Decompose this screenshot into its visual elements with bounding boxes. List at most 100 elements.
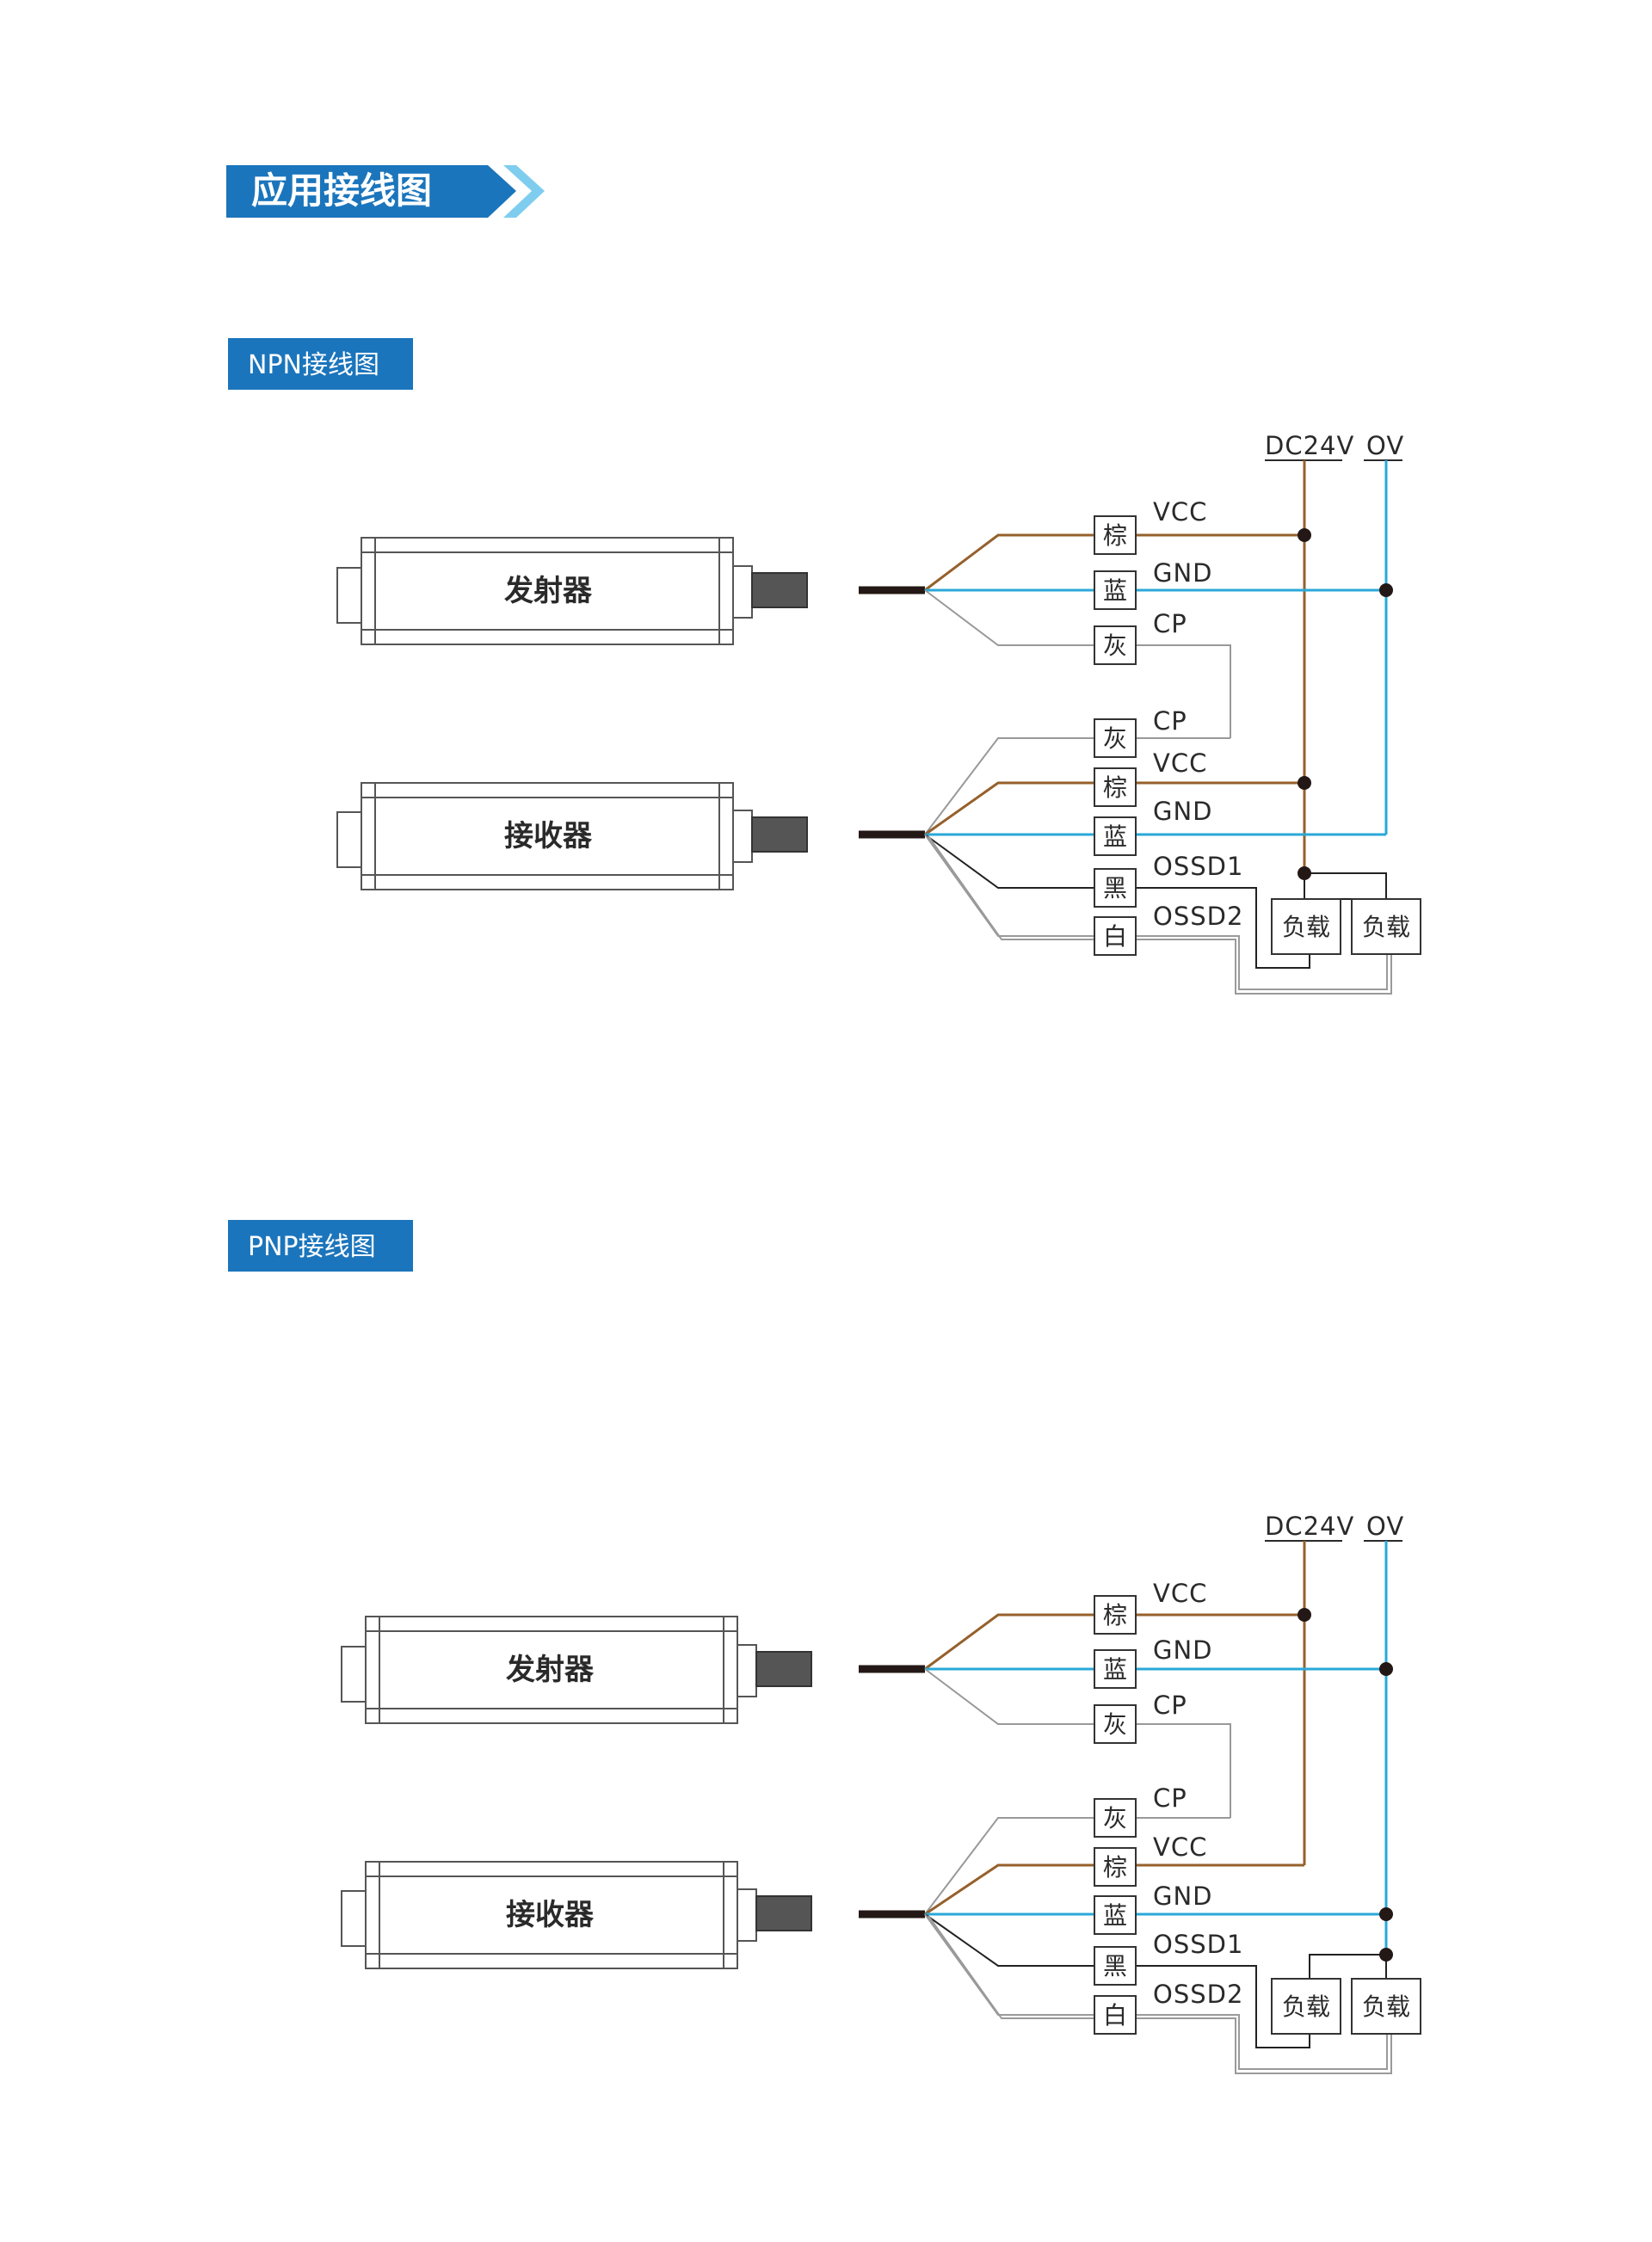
pnp-0v-label: OV: [1366, 1512, 1404, 1541]
pnp-tag-emitter-brown: 棕: [1103, 1601, 1127, 1629]
npn-emitter-label: 发射器: [504, 574, 593, 608]
npn-signal-receiver-ossd2: OSSD2: [1153, 902, 1243, 931]
pnp-receiver-label: 接收器: [506, 1898, 595, 1932]
npn-wire-receiver-vcc: [924, 781, 1304, 836]
pnp-tab-badge: [228, 1220, 413, 1272]
npn-tag-box: [1094, 816, 1137, 856]
pnp-emitter-connector: [737, 1644, 757, 1697]
npn-receiver-tags: 灰 CP 棕 VCC 蓝 GND 黑 OSSD1 白 OSSD2: [1094, 706, 1243, 956]
npn-junction-dc-receiver: [1298, 776, 1311, 790]
pnp-tag-receiver-black: 黑: [1103, 1952, 1127, 1980]
npn-tag-box: [1094, 625, 1137, 665]
npn-load2-box: [1351, 898, 1421, 955]
pnp-wire-receiver-ossd2-a: [924, 1913, 1388, 2070]
pnp-tag-emitter-blue: 蓝: [1103, 1655, 1127, 1684]
pnp-wire-receiver-cp: [924, 1817, 1230, 1915]
npn-signal-receiver-cp: CP: [1153, 706, 1187, 736]
npn-load2-label: 负载: [1362, 913, 1410, 941]
npn-tag-receiver-black: 黑: [1103, 874, 1127, 902]
npn-signal-emitter-cp: CP: [1153, 609, 1187, 638]
pnp-load2-label: 负载: [1362, 1993, 1410, 2021]
npn-wire-receiver-ossd2-a: [924, 834, 1388, 990]
npn-tag-box: [1094, 718, 1137, 758]
npn-receiver-connector: [732, 810, 753, 863]
pnp-tag-box: [1094, 1995, 1137, 2035]
npn-tag-box: [1094, 767, 1137, 807]
pnp-tag-box: [1094, 1946, 1137, 1986]
npn-junction-0v-emitter: [1379, 583, 1393, 597]
pnp-emitter-body: [365, 1616, 738, 1724]
pnp-signal-emitter-vcc: VCC: [1153, 1579, 1207, 1608]
npn-wire-emitter-vcc: [924, 533, 1304, 592]
pnp-receiver-body: [365, 1861, 738, 1969]
npn-tag-receiver-blue: 蓝: [1103, 822, 1127, 851]
npn-tag-receiver-brown: 棕: [1103, 773, 1127, 802]
npn-load1-label: 负载: [1282, 913, 1330, 941]
npn-junction-dc-load: [1298, 866, 1311, 880]
pnp-receiver-connector: [737, 1888, 757, 1942]
pnp-tag-receiver-white: 白: [1103, 2001, 1127, 2030]
npn-wire-receiver-ossd2-b: [928, 835, 1392, 995]
npn-emitter-device: 发射器: [336, 537, 808, 645]
npn-0v-label: OV: [1366, 431, 1404, 460]
npn-tag-box: [1094, 868, 1137, 908]
npn-receiver-plug: [751, 816, 808, 853]
pnp-tab-label: PNP接线图: [248, 1232, 376, 1262]
pnp-tag-emitter-gray: 灰: [1103, 1710, 1127, 1739]
pnp-emitter-device: 发射器: [341, 1616, 812, 1724]
npn-signal-emitter-gnd: GND: [1153, 558, 1213, 588]
header-chevron-dark: [475, 165, 516, 218]
npn-wire-receiver-cp: [924, 737, 1230, 835]
pnp-diagram: PNP接线图 DC24V OV 发射器: [228, 1220, 1421, 2074]
pnp-tag-receiver-blue: 蓝: [1103, 1901, 1127, 1930]
pnp-emitter-plug: [755, 1651, 812, 1687]
pnp-receiver-endcap: [341, 1890, 368, 1947]
npn-load-bridge: [1304, 872, 1387, 899]
npn-emitter-connector: [732, 565, 753, 619]
pnp-signal-receiver-vcc: VCC: [1153, 1832, 1207, 1862]
npn-tag-emitter-blue: 蓝: [1103, 576, 1127, 605]
npn-receiver-body: [361, 782, 734, 890]
pnp-tag-box: [1094, 1595, 1137, 1635]
pnp-signal-receiver-gnd: GND: [1153, 1882, 1213, 1911]
pnp-receiver-tags: 灰 CP 棕 VCC 蓝 GND 黑 OSSD1 白 OSSD2: [1094, 1783, 1243, 2035]
pnp-junction-dc-emitter: [1298, 1608, 1311, 1622]
pnp-wire-receiver-ossd2-b: [928, 1915, 1392, 2074]
pnp-load-bridge: [1309, 1954, 1387, 1979]
pnp-wire-receiver-vcc: [924, 1863, 1304, 1916]
npn-tag-box: [1094, 570, 1137, 610]
pnp-signal-receiver-ossd1: OSSD1: [1153, 1930, 1243, 1959]
pnp-wire-emitter-vcc: [924, 1613, 1304, 1671]
npn-signal-emitter-vcc: VCC: [1153, 497, 1207, 527]
npn-tag-receiver-white: 白: [1103, 922, 1127, 951]
npn-receiver-label: 接收器: [504, 819, 593, 853]
pnp-junction-0v-load: [1379, 1948, 1393, 1962]
npn-dc24v-label: DC24V: [1265, 431, 1354, 460]
npn-emitter-endcap: [336, 567, 364, 624]
npn-tag-receiver-gray: 灰: [1103, 724, 1127, 753]
npn-tag-box: [1094, 515, 1137, 555]
pnp-tag-box: [1094, 1704, 1137, 1744]
npn-emitter-plug: [751, 572, 808, 608]
npn-tag-box: [1094, 916, 1137, 956]
npn-load-supply: [1304, 873, 1386, 900]
pnp-junction-0v-receiver: [1379, 1907, 1393, 1921]
pnp-signal-receiver-ossd2: OSSD2: [1153, 1980, 1243, 2009]
npn-load1-box: [1271, 898, 1341, 955]
pnp-load2-box: [1351, 1978, 1421, 2035]
pnp-receiver-plug: [755, 1895, 812, 1931]
pnp-tag-box: [1094, 1649, 1137, 1689]
npn-signal-receiver-ossd1: OSSD1: [1153, 852, 1243, 881]
npn-diagram: NPN接线图 DC24V OV 发射器: [228, 338, 1421, 995]
pnp-emitter-tags: 棕 VCC 蓝 GND 灰 CP: [1094, 1579, 1213, 1744]
pnp-emitter-label: 发射器: [506, 1653, 595, 1687]
npn-emitter-tags: 棕 VCC 蓝 GND 灰 CP: [1094, 497, 1213, 665]
pnp-load1-box: [1271, 1978, 1341, 2035]
pnp-tag-receiver-gray: 灰: [1103, 1804, 1127, 1832]
npn-tag-emitter-brown: 棕: [1103, 521, 1127, 550]
npn-receiver-device: 接收器: [336, 782, 808, 890]
pnp-wire-receiver-ossd1: [924, 1913, 1310, 2048]
pnp-signal-emitter-gnd: GND: [1153, 1635, 1213, 1665]
npn-junction-dc-emitter: [1298, 528, 1311, 542]
